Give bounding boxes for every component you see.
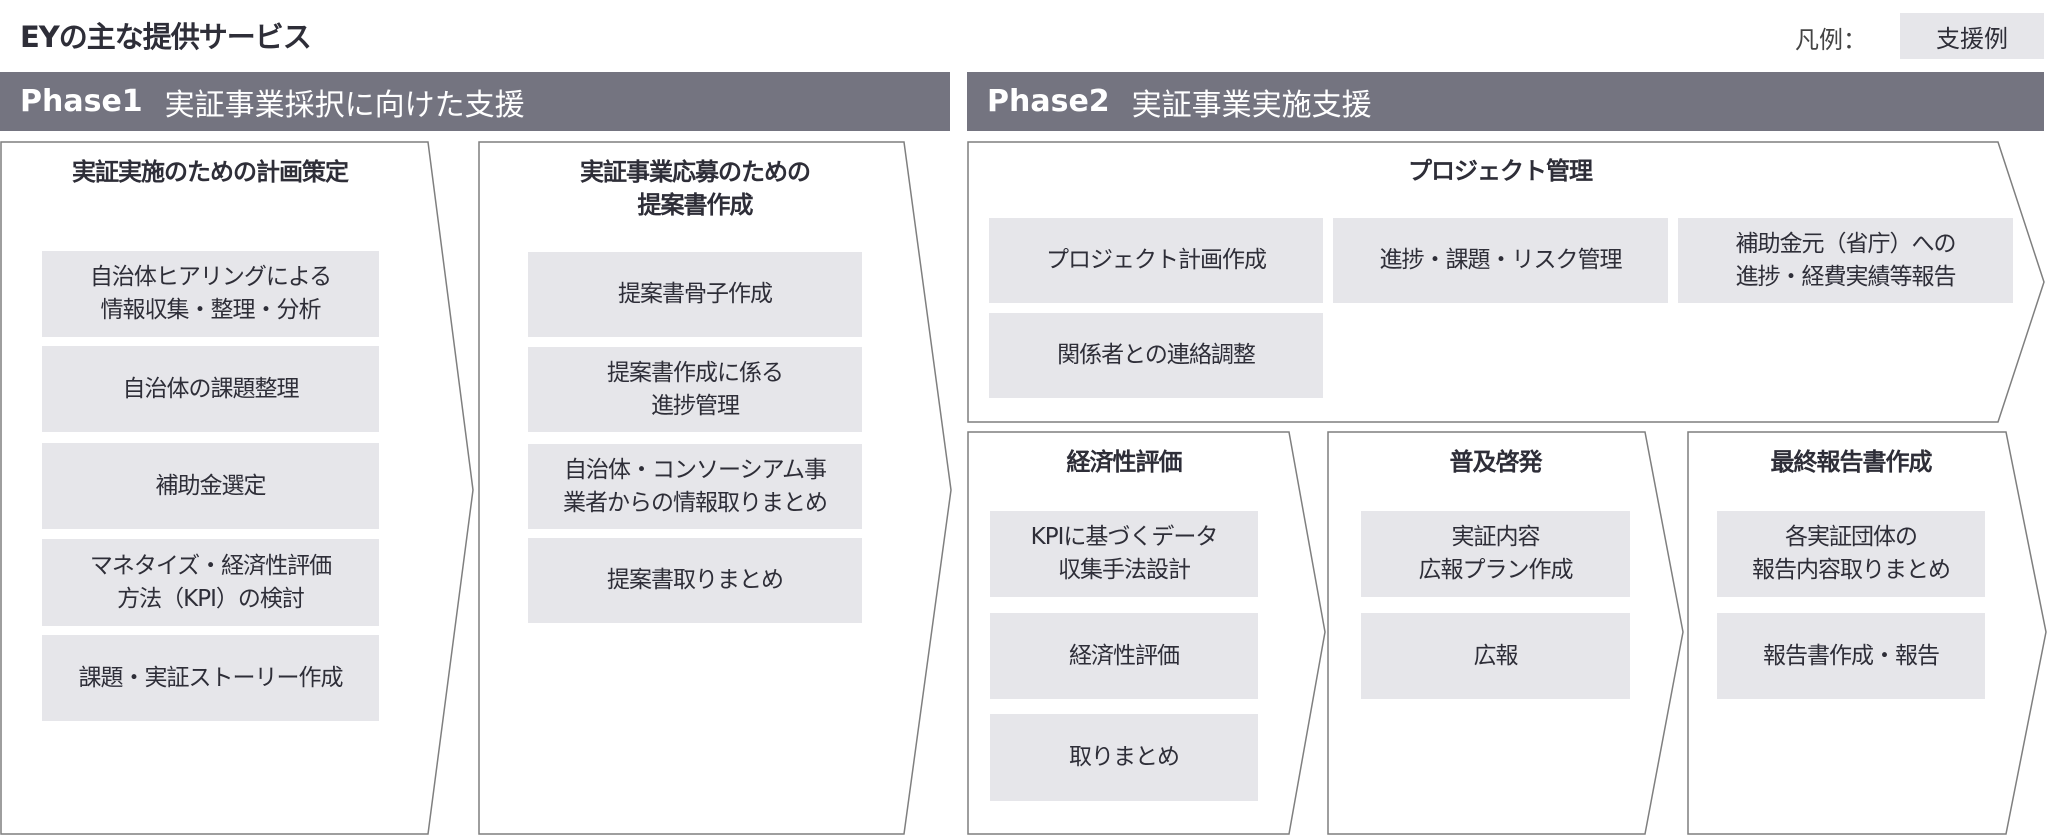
phase2-header: Phase2 実証事業実施支援 (967, 72, 2044, 131)
support-box: 補助金元（省庁）への 進捗・経費実績等報告 (1678, 218, 2013, 303)
support-box: 各実証団体の 報告内容取りまとめ (1717, 511, 1985, 597)
support-box: プロジェクト計画作成 (989, 218, 1323, 303)
support-box: 提案書取りまとめ (528, 538, 862, 623)
support-box: 課題・実証ストーリー作成 (42, 635, 379, 721)
plan-title: 実証実施のための計画策定 (72, 158, 349, 186)
legend-label: 凡例： (1795, 26, 1867, 54)
support-box: 自治体ヒアリングによる 情報収集・整理・分析 (42, 251, 379, 337)
support-box: 自治体・コンソーシアム事 業者からの情報取りまとめ (528, 444, 862, 529)
economic-title: 経済性評価 (1066, 448, 1183, 476)
phase1-header: Phase1 実証事業採択に向けた支援 (0, 72, 950, 131)
support-box: KPIに基づくデータ 収集手法設計 (990, 511, 1258, 597)
support-box: 進捗・課題・リスク管理 (1333, 218, 1668, 303)
support-box: 報告書作成・報告 (1717, 613, 1985, 699)
proposal-title: 実証事業応募のための 提案書作成 (580, 158, 811, 219)
project-title: プロジェクト管理 (1408, 157, 1593, 185)
legend-sample: 支援例 (1900, 13, 2044, 59)
support-box: 補助金選定 (42, 443, 379, 529)
support-box: 経済性評価 (990, 613, 1258, 699)
support-box: 提案書作成に係る 進捗管理 (528, 347, 862, 432)
phase1-title: 実証事業採択に向けた支援 (164, 87, 525, 123)
support-box: マネタイズ・経済性評価 方法（KPI）の検討 (42, 539, 379, 626)
promotion-title: 普及啓発 (1449, 448, 1543, 476)
support-box: 実証内容 広報プラン作成 (1361, 511, 1630, 597)
phase2-title: 実証事業実施支援 (1131, 87, 1372, 123)
support-box: 関係者との連絡調整 (989, 313, 1323, 398)
report-title: 最終報告書作成 (1770, 448, 1933, 476)
support-box: 広報 (1361, 613, 1630, 699)
phase1-tag: Phase1 (20, 84, 143, 119)
page-title: EYの主な提供サービス (20, 20, 312, 54)
support-box: 取りまとめ (990, 714, 1258, 801)
phase2-tag: Phase2 (987, 84, 1110, 119)
support-box: 提案書骨子作成 (528, 252, 862, 337)
support-box: 自治体の課題整理 (42, 346, 379, 432)
